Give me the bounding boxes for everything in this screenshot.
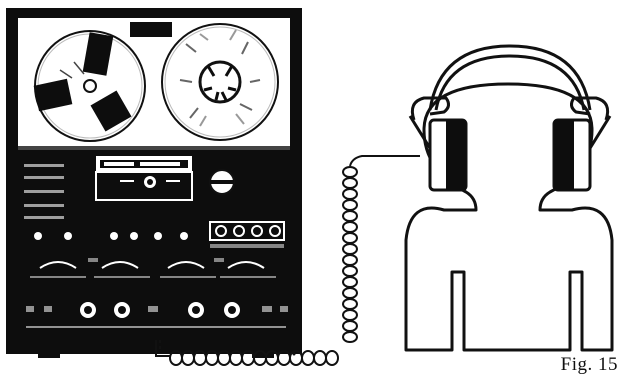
cable-loop [302,351,314,365]
cable-coil-vertical [343,167,357,342]
transport-buttons [210,222,284,248]
deck-divider [18,146,290,150]
figure-caption: Fig. 15 [561,354,618,376]
left-reel-icon [34,31,145,141]
cable-loop [343,211,357,221]
cable-loop [343,310,357,320]
cable-loop [343,167,357,177]
headphone-cups-icon [430,120,590,190]
cable-loop [343,332,357,342]
cable-loop [343,200,357,210]
deck-label-plate [130,22,172,37]
counter-knob-icon [210,170,234,194]
cable-loop [343,222,357,232]
reel-to-reel-tape-recorder-icon [6,8,302,358]
head-cover [96,156,192,200]
cable-loop [343,321,357,331]
person-with-headphones-icon [406,46,612,350]
cable-loop [343,255,357,265]
cable-loop [343,244,357,254]
cable-loop [343,277,357,287]
cable-loop [343,178,357,188]
cable-loop [343,288,357,298]
cable-loop [343,266,357,276]
cable-loop [343,189,357,199]
cable-loop [314,351,326,365]
recorder-foot-left [38,350,60,358]
cable-loop [343,233,357,243]
right-reel-icon [162,24,278,140]
cable-loop [343,299,357,309]
cable-loop [326,351,338,365]
